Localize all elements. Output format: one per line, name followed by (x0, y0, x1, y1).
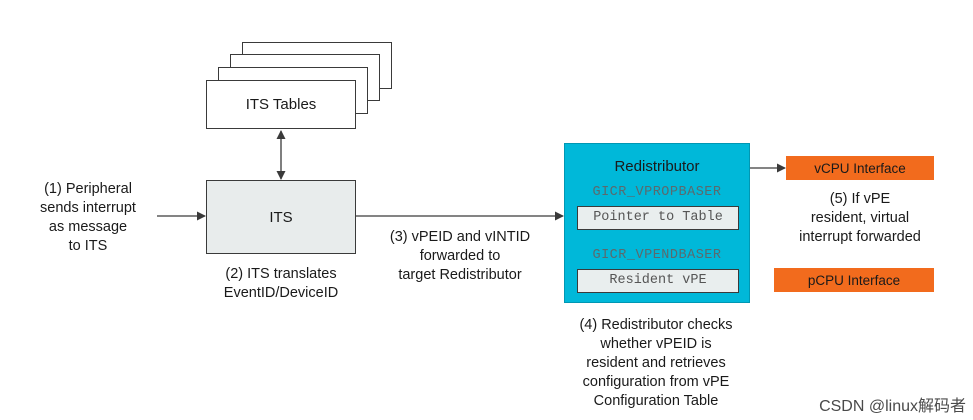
step-2-caption: (2) ITS translates EventID/DeviceID (223, 266, 339, 301)
its-box: ITS (206, 180, 356, 254)
step-3-caption: (3) vPEID and vINTID forwarded to target… (389, 229, 531, 283)
redistributor-box: Redistributor GICR_VPROPBASER Pointer to… (564, 143, 750, 303)
pcpu-interface-box: pCPU Interface (774, 268, 934, 292)
vcpu-interface-label: vCPU Interface (814, 160, 906, 176)
its-label: ITS (269, 208, 293, 226)
register-vpendbaser-name: GICR_VPENDBASER (592, 248, 722, 263)
step-5-caption: (5) If vPE resident, virtual interrupt f… (799, 191, 921, 245)
its-tables-box: ITS Tables (206, 80, 356, 129)
step-1-caption: (1) Peripheral sends interrupt as messag… (40, 181, 136, 254)
redistributor-title: Redistributor (614, 158, 700, 175)
register-vpropbaser-name: GICR_VPROPBASER (592, 185, 722, 200)
register-vpropbaser-value: Pointer to Table (577, 206, 739, 230)
its-tables-label: ITS Tables (245, 96, 317, 113)
vcpu-interface-box: vCPU Interface (786, 156, 934, 180)
step-4-caption: (4) Redistributor checks whether vPEID i… (579, 317, 733, 409)
watermark: CSDN @linux解码者 (819, 398, 966, 415)
register-vpendbaser-value: Resident vPE (577, 269, 739, 293)
pcpu-interface-label: pCPU Interface (807, 272, 901, 288)
